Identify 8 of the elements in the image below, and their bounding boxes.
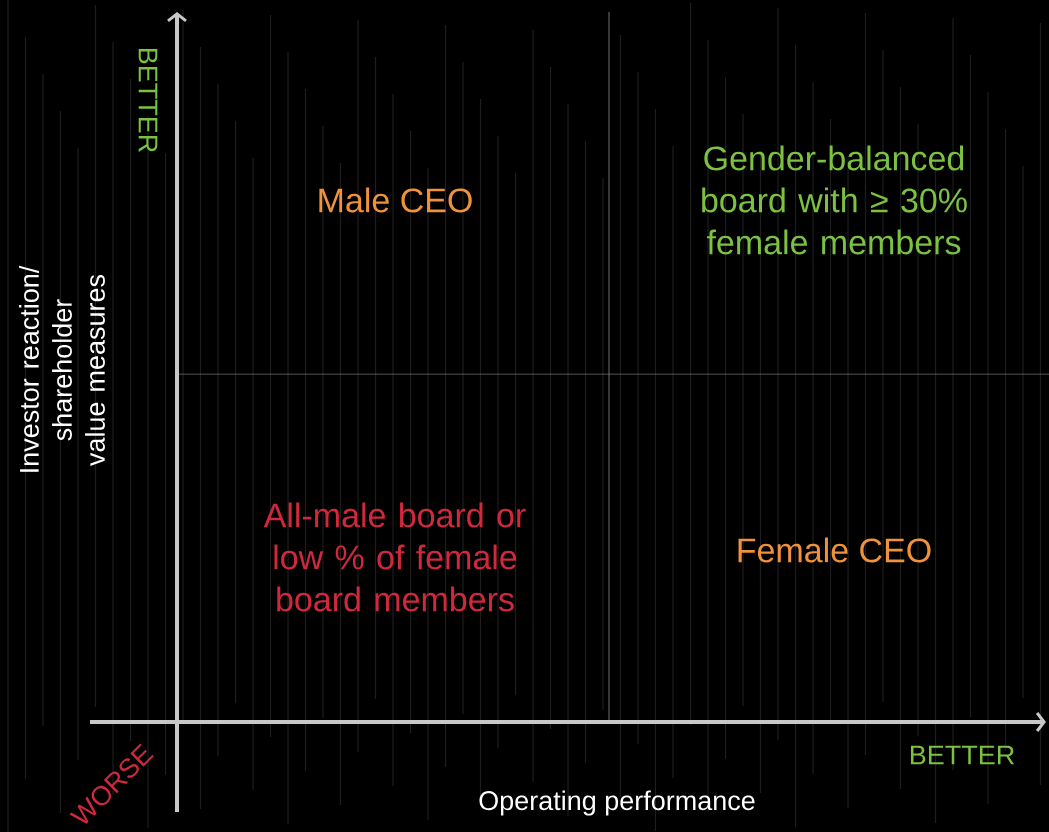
- quadrant-label: All-male board or low % of female board members: [263, 502, 526, 612]
- quadrant-label: Male CEO: [319, 187, 472, 213]
- axis-end-label: BETTER: [138, 48, 158, 152]
- axis-title: Investor reaction/ shareholder value measures: [19, 265, 105, 472]
- quadrant-label: Female CEO: [738, 537, 931, 563]
- quadrant-label: Gender-balanced board with ≥ 30% female members: [702, 145, 967, 255]
- axis-end-label: BETTER: [910, 745, 1015, 765]
- axis-title: Operating performance: [479, 790, 755, 816]
